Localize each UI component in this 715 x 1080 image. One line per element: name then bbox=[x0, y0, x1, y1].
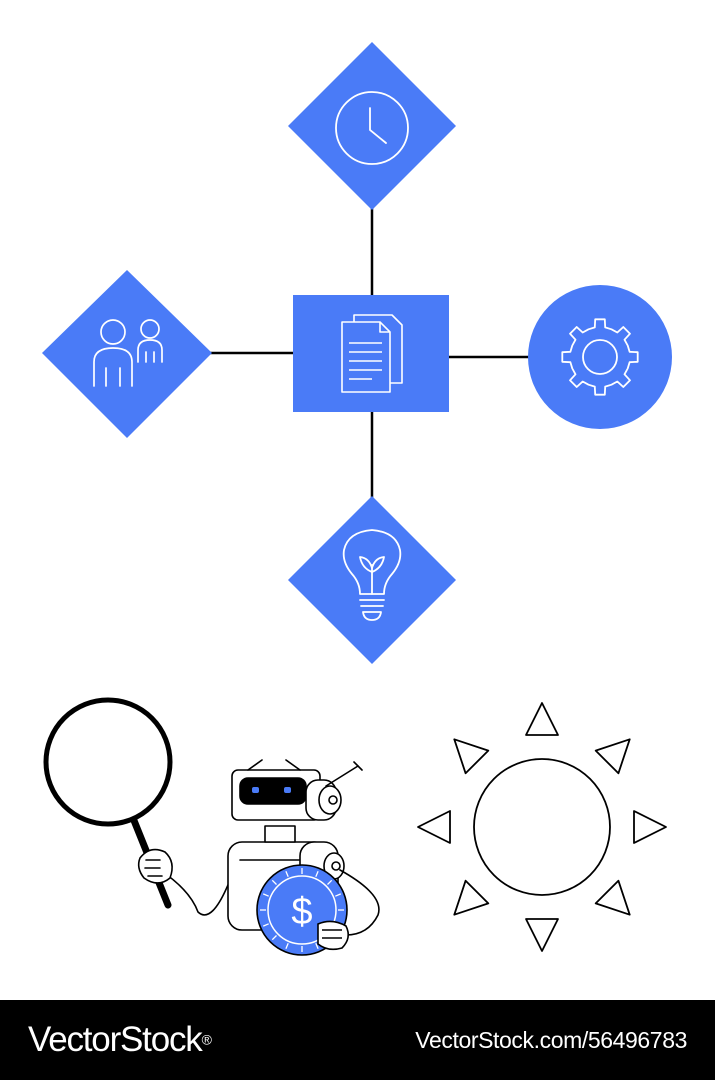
coin-edge-tick bbox=[262, 893, 269, 897]
coin-edge-tick bbox=[335, 893, 342, 897]
sun-ray bbox=[525, 918, 559, 952]
watermark-banner: VectorStock® VectorStock.com/56496783 bbox=[0, 1000, 715, 1080]
watermark-brand: VectorStock bbox=[28, 1020, 203, 1059]
right-node bbox=[528, 285, 672, 429]
clock-icon bbox=[335, 91, 409, 165]
sun-ray bbox=[525, 702, 559, 736]
coin-edge-tick bbox=[315, 870, 319, 877]
sun-ray bbox=[453, 738, 490, 775]
robot-left-hand bbox=[137, 848, 173, 884]
bottom-node bbox=[288, 496, 456, 664]
sun-ray bbox=[453, 879, 490, 916]
coin-edge-tick bbox=[285, 870, 289, 877]
sun-ray bbox=[594, 879, 631, 916]
top-node bbox=[288, 42, 456, 210]
coin-edge-tick bbox=[285, 943, 289, 950]
center-node bbox=[293, 295, 449, 412]
sun-ray bbox=[417, 810, 451, 844]
watermark-url: VectorStock.com/56496783 bbox=[415, 1026, 687, 1053]
connector-lines bbox=[205, 205, 530, 500]
gear-icon bbox=[561, 318, 639, 396]
coin-edge-tick bbox=[271, 879, 277, 885]
lightbulb-icon bbox=[342, 529, 402, 621]
left-node bbox=[42, 270, 212, 438]
illustration-canvas: $ bbox=[42, 42, 672, 956]
sun-ray bbox=[594, 738, 631, 775]
svg-text:$: $ bbox=[291, 891, 312, 933]
document-icon bbox=[341, 314, 403, 393]
registered-mark: ® bbox=[201, 1031, 212, 1048]
coin-edge-tick bbox=[315, 943, 319, 950]
watermark-brand-wrap: VectorStock® bbox=[28, 1020, 212, 1060]
sun-icon bbox=[417, 702, 667, 952]
robot-right-hand bbox=[317, 920, 350, 951]
magnifying-glass-icon bbox=[43, 697, 173, 909]
sun-ray bbox=[633, 810, 667, 844]
coin-edge-tick bbox=[271, 935, 277, 941]
people-icon bbox=[93, 319, 163, 387]
coin-edge-tick bbox=[327, 879, 333, 885]
coin-edge-tick bbox=[262, 923, 269, 927]
